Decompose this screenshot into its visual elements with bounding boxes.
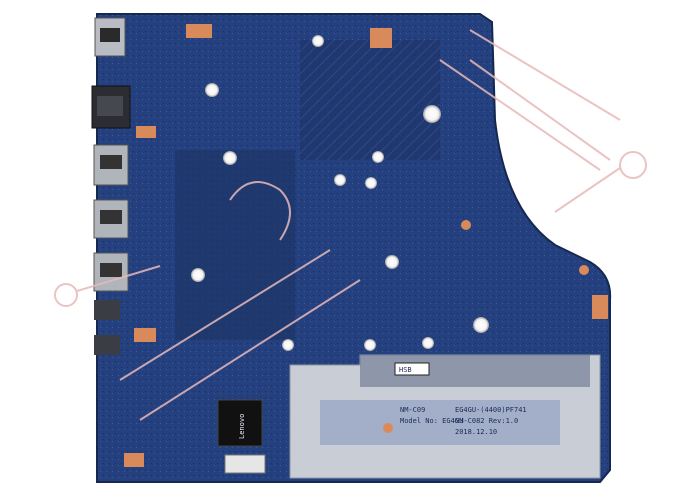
pcb-region — [175, 150, 295, 340]
sticker-date: 2018.12.10 — [455, 428, 497, 436]
sticker-line1: EG4GU-(4400)PF741 — [455, 406, 527, 414]
watermark — [54, 29, 647, 421]
screw-holes — [191, 35, 589, 433]
heatsink-label-text: HSB — [399, 366, 412, 374]
sticker-line3: Model No: EG4GU — [400, 417, 463, 425]
sticker-model: NM-C09 — [400, 406, 425, 414]
heatsink-label — [394, 362, 430, 376]
lenovo-chip — [217, 399, 263, 447]
sticker-line2: NM-C082 Rev:1.0 — [455, 417, 518, 425]
bottom-connector — [224, 454, 266, 474]
model-sticker — [320, 400, 560, 445]
copper-pads — [124, 24, 608, 467]
chip-brand: Lenovo — [238, 414, 246, 439]
pcb-region — [300, 40, 440, 160]
